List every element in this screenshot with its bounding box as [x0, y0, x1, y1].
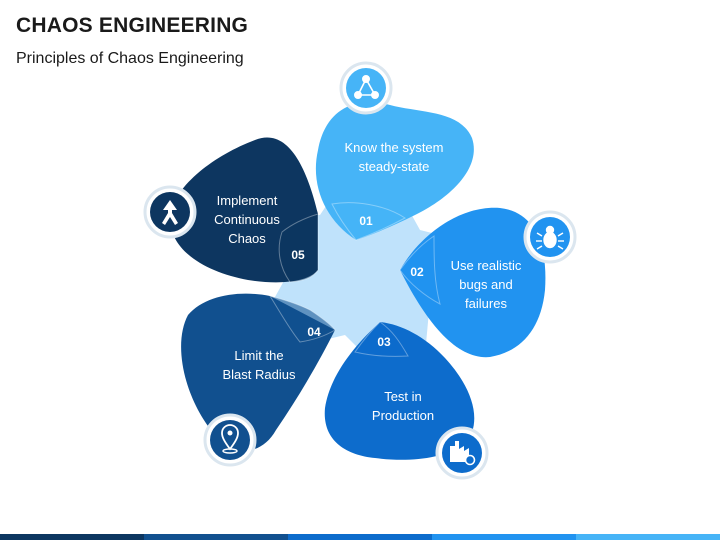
step-3-label: Test in Production: [371, 389, 435, 423]
step-2-petal: [399, 207, 546, 358]
step-5-petal: [169, 137, 319, 283]
step-4-petal: [181, 293, 336, 451]
step-4-label: Limit the Blast Radius: [222, 348, 296, 382]
step-2-label: Use realistic bugs and failures: [450, 258, 522, 311]
step-1-icon-circle: [339, 61, 393, 115]
network-icon: [353, 75, 379, 100]
factory-gear-icon: [450, 441, 476, 466]
step-1-number: 01: [359, 214, 373, 228]
step-2-icon-circle: [523, 210, 577, 264]
bug-icon: [536, 225, 564, 250]
step-1-label: Know the system steady-state: [344, 140, 444, 174]
step-5-label: Implement Continuous Chaos: [214, 193, 280, 246]
location-pin-icon: [221, 424, 239, 454]
step-3-icon-circle: [435, 426, 489, 480]
step-3-number: 03: [377, 335, 391, 349]
step-4-icon-circle: [203, 413, 257, 467]
step-4-number: 04: [307, 325, 321, 339]
step-5-icon-circle: [143, 185, 197, 239]
merge-arrow-icon: [162, 200, 178, 225]
step-3-petal: [324, 321, 475, 460]
step-5-number: 05: [291, 248, 305, 262]
bottom-color-bar: [0, 534, 720, 540]
page-title: CHAOS ENGINEERING: [16, 14, 249, 37]
step-1-petal: [315, 102, 474, 241]
page-subtitle: Principles of Chaos Engineering: [16, 50, 244, 67]
step-2-number: 02: [410, 265, 424, 279]
